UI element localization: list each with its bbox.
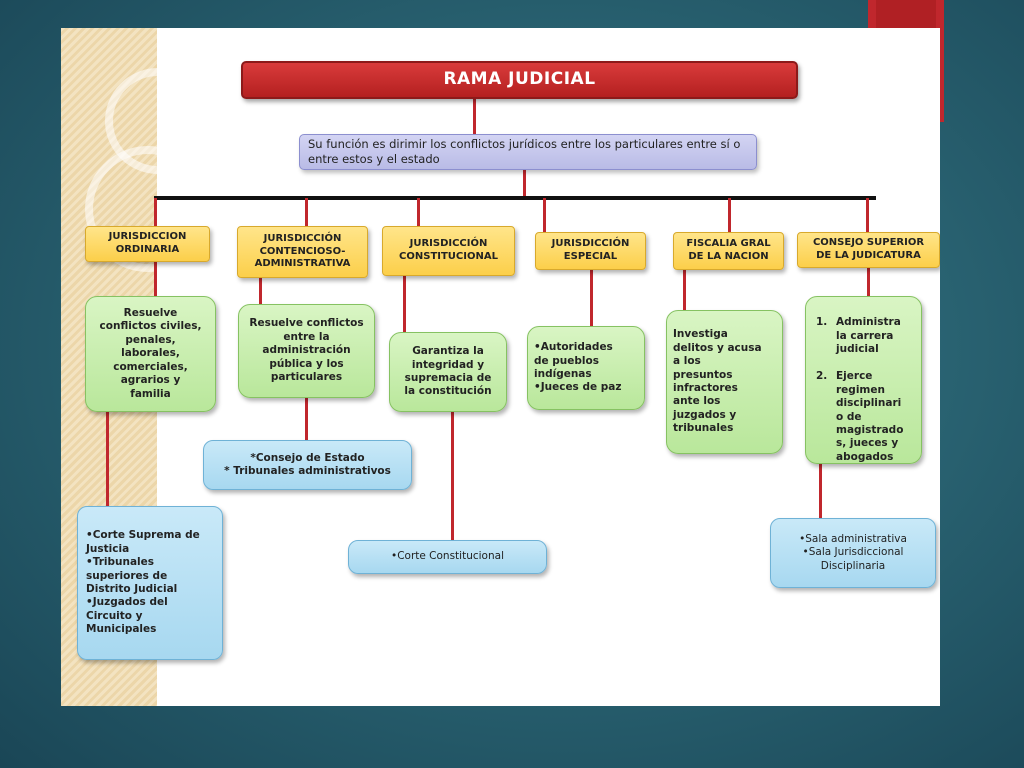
function-especial: •Autoridades de pueblos indígenas •Juece… bbox=[527, 326, 645, 410]
heading-jurisdiccion-constitucional: JURISDICCIÓN CONSTITUCIONAL bbox=[382, 226, 515, 276]
connector-title-description bbox=[473, 98, 476, 134]
heading-jurisdiccion-especial: JURISDICCIÓN ESPECIAL bbox=[535, 232, 646, 270]
connector-fiscalia-function bbox=[683, 270, 686, 310]
connector-trunk-fiscalia bbox=[728, 198, 731, 232]
heading-jurisdiccion-contencioso: JURISDICCIÓN CONTENCIOSO- ADMINISTRATIVA bbox=[237, 226, 368, 278]
list-number: 1. bbox=[816, 316, 828, 329]
connector-consejo-function bbox=[867, 266, 870, 296]
function-constitucional: Garantiza la integridad y supremacia de … bbox=[389, 332, 507, 412]
heading-jurisdiccion-ordinaria: JURISDICCION ORDINARIA bbox=[85, 226, 210, 262]
list-number: 2. bbox=[816, 370, 828, 383]
function-consejo: 1. Administra la carrera judicial 2. Eje… bbox=[805, 296, 922, 464]
connector-trunk-especial bbox=[543, 198, 546, 232]
function-ordinaria: Resuelve conflictos civiles, penales, la… bbox=[85, 296, 216, 412]
connector-contencioso-function bbox=[259, 278, 262, 304]
trunk-line bbox=[154, 196, 876, 200]
function-contencioso: Resuelve conflictos entre la administrac… bbox=[238, 304, 375, 398]
connector-trunk-contencioso bbox=[305, 198, 308, 226]
heading-fiscalia: FISCALIA GRAL DE LA NACION bbox=[673, 232, 784, 270]
connector-trunk-constitucional bbox=[417, 198, 420, 226]
diagram-title: RAMA JUDICIAL bbox=[241, 61, 798, 99]
function-consejo-item: 1. Administra la carrera judicial bbox=[816, 316, 903, 356]
bodies-consejo: •Sala administrativa •Sala Jurisdicciona… bbox=[770, 518, 936, 588]
connector-especial-function bbox=[590, 270, 593, 326]
bodies-contencioso: *Consejo de Estado * Tribunales administ… bbox=[203, 440, 412, 490]
connector-trunk-ordinaria bbox=[154, 198, 157, 226]
list-text: Administra la carrera judicial bbox=[836, 316, 901, 356]
decorative-ring bbox=[85, 146, 211, 272]
slide: RAMA JUDICIAL Su función es dirimir los … bbox=[61, 28, 940, 706]
function-consejo-item: 2. Ejerce regimen disciplinari o de magi… bbox=[816, 370, 903, 464]
connector-constitucional-bodies bbox=[451, 412, 454, 540]
connector-consejo-bodies bbox=[819, 464, 822, 518]
connector-contencioso-bodies bbox=[305, 398, 308, 440]
connector-ordinaria-function bbox=[154, 260, 157, 296]
heading-consejo-superior: CONSEJO SUPERIOR DE LA JUDICATURA bbox=[797, 232, 940, 268]
description-box: Su función es dirimir los conflictos jur… bbox=[299, 134, 757, 170]
connector-ordinaria-bodies bbox=[106, 412, 109, 506]
function-fiscalia: Investiga delitos y acusa a los presunto… bbox=[666, 310, 783, 454]
bodies-constitucional: •Corte Constitucional bbox=[348, 540, 547, 574]
connector-trunk-consejo bbox=[866, 198, 869, 232]
connector-constitucional-function bbox=[403, 276, 406, 332]
connector-description-trunk bbox=[523, 170, 526, 198]
list-text: Ejerce regimen disciplinari o de magistr… bbox=[836, 370, 904, 463]
bodies-ordinaria: •Corte Suprema de Justicia •Tribunales s… bbox=[77, 506, 223, 660]
